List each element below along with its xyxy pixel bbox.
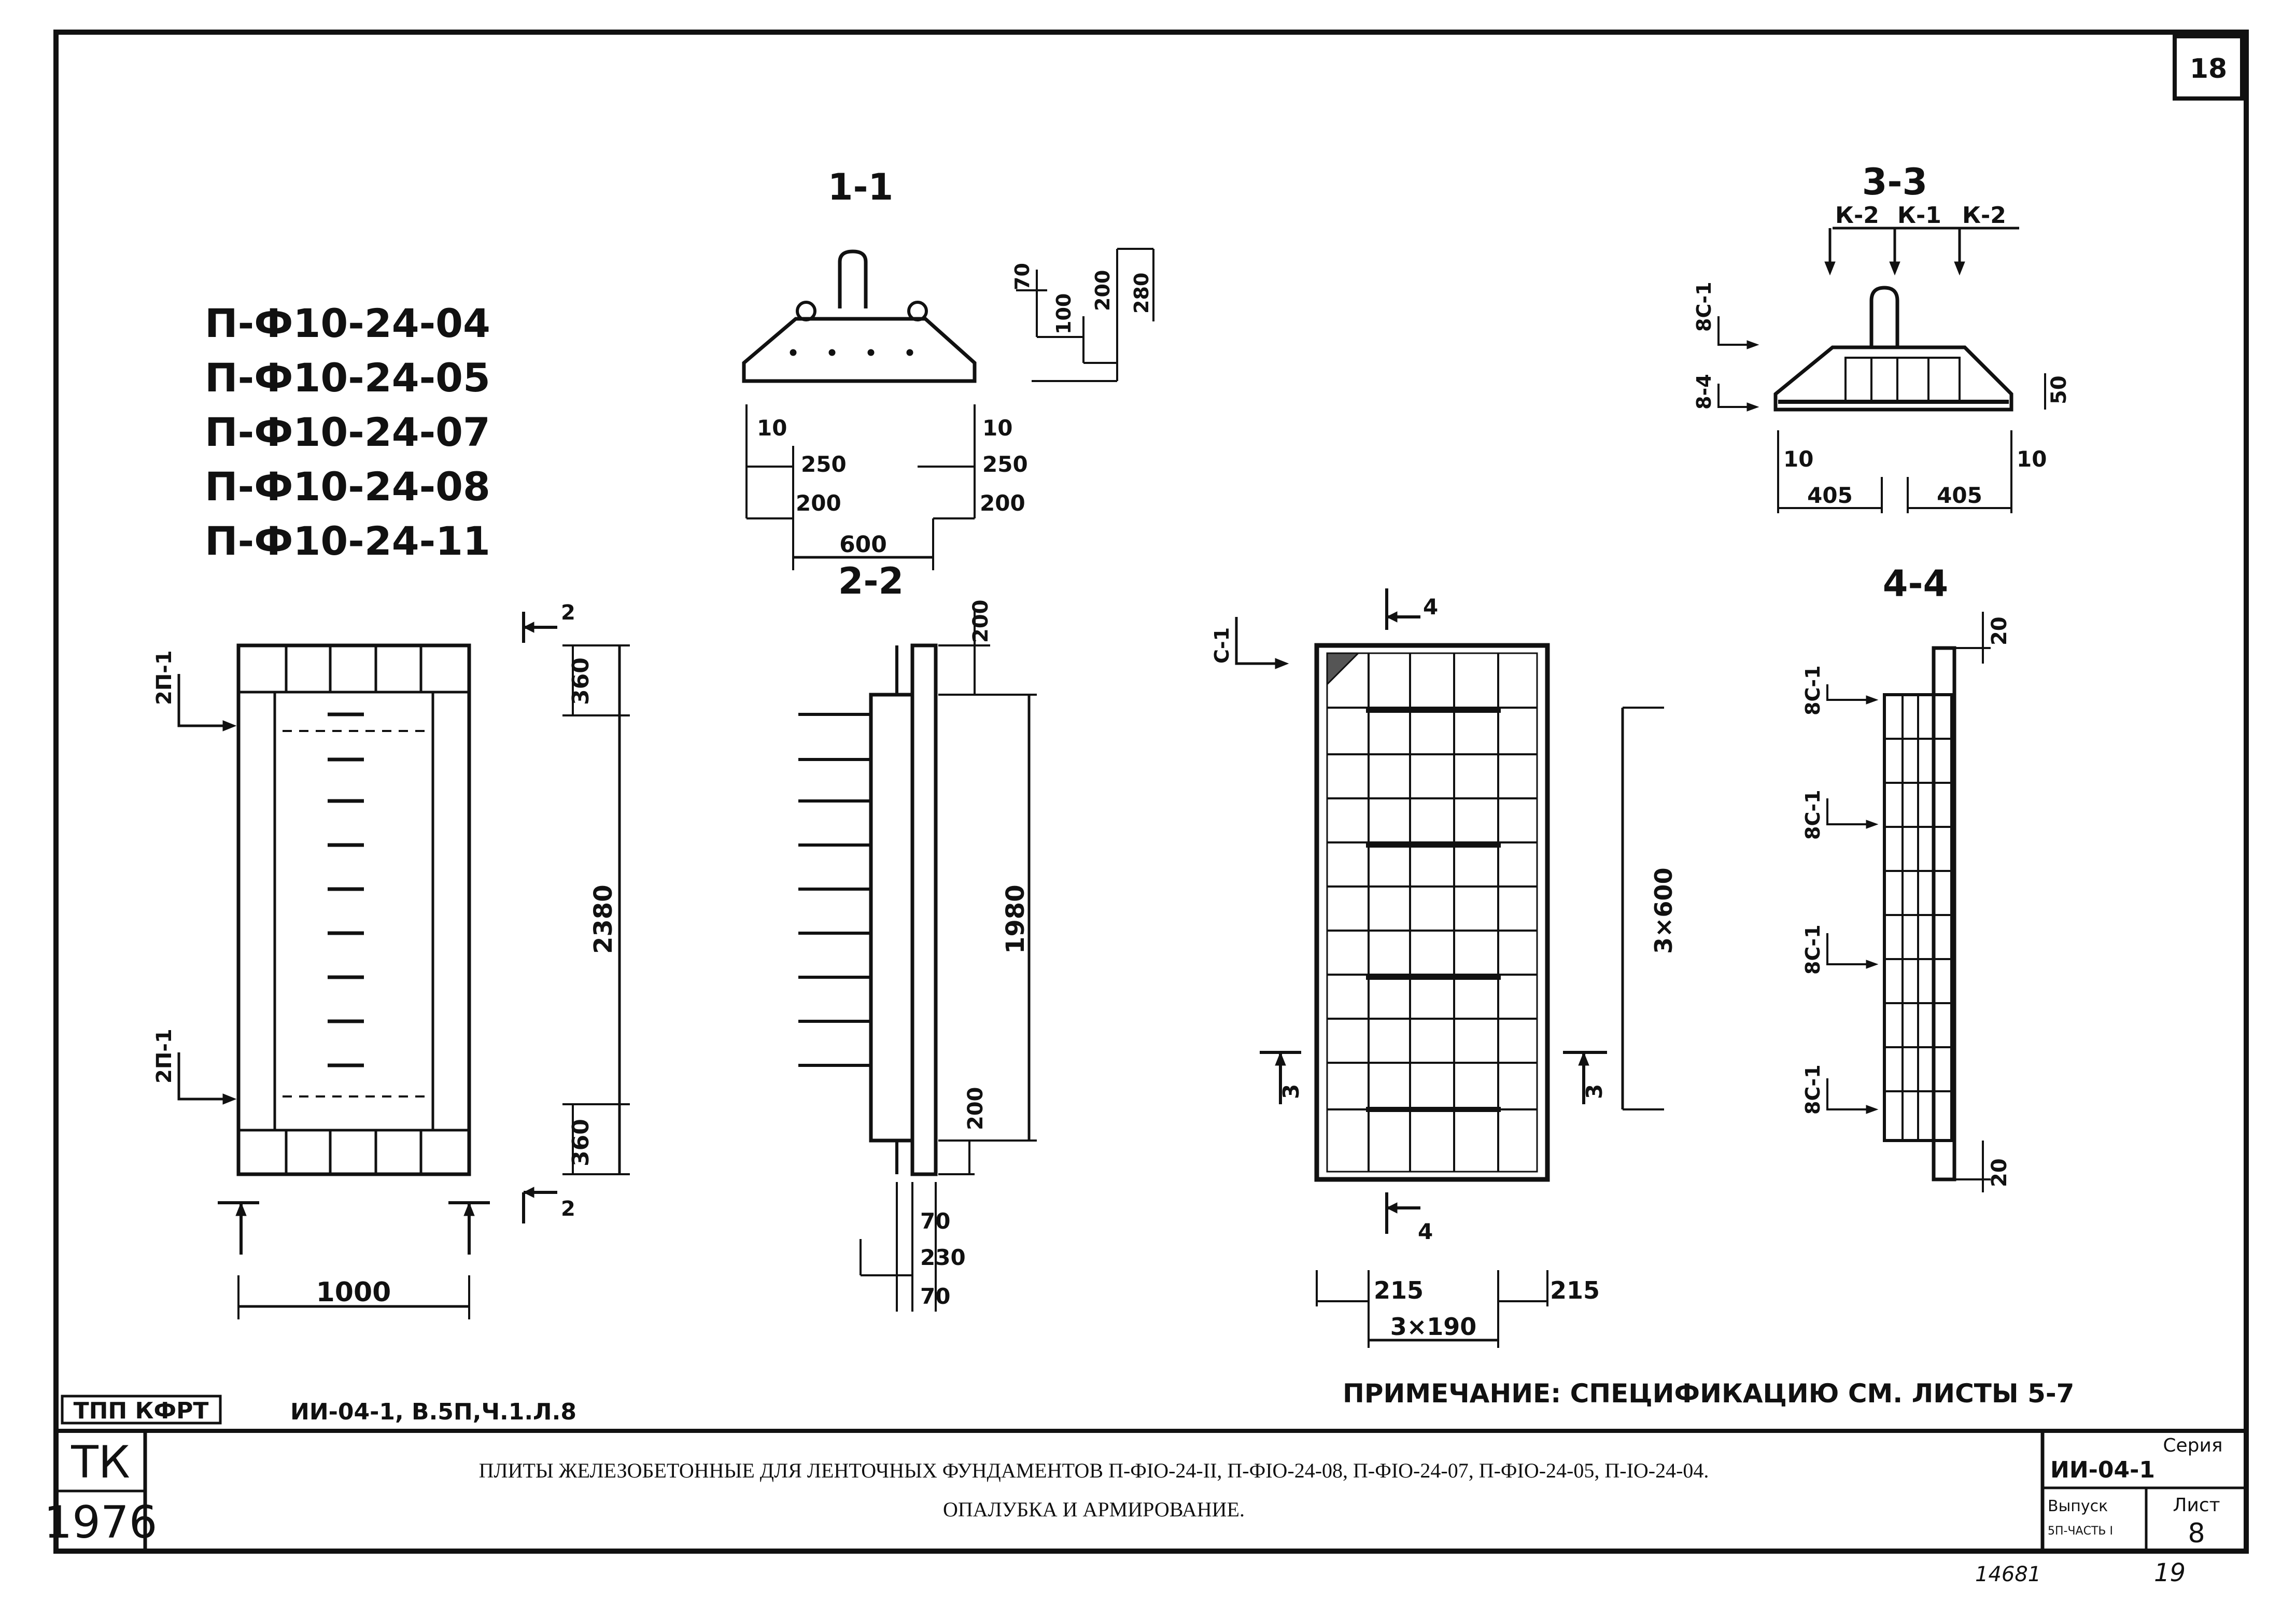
tb-issue-label: Выпуск [2048, 1497, 2108, 1515]
page-number: 18 [2190, 53, 2227, 85]
mark-item: П-Ф10-24-05 [205, 355, 490, 401]
plan-dim-2380: 2380 [589, 884, 618, 954]
bottom-number-left: 14681 [1975, 1563, 2041, 1586]
s44-label-2: 8С-1 [1801, 790, 1824, 840]
section-title-4-4: 4-4 [1883, 562, 1948, 605]
s33-label-84: 8-4 [1693, 374, 1715, 410]
tb-year: 1976 [44, 1497, 158, 1549]
tb-sheet-label: Лист [2173, 1495, 2220, 1516]
tb-issue-value: 5П-ЧАСТЬ I [2048, 1525, 2113, 1538]
section-title-3-3: 3-3 [1862, 161, 1927, 203]
s11-dim-600: 600 [839, 531, 887, 558]
page-number-box [2173, 34, 2244, 101]
s33-dim-10-right: 10 [2017, 446, 2047, 472]
s11-dim-200-left: 200 [796, 490, 841, 516]
section-title-1-1: 1-1 [828, 166, 893, 208]
s22-dim-70-a: 70 [920, 1208, 950, 1234]
rp-label-c1: С-1 [1210, 627, 1233, 664]
s33-dim-10-left: 10 [1783, 446, 1813, 472]
rp-cut-4-bottom: 4 [1418, 1219, 1433, 1244]
tb-title-line2: ОПАЛУБКА И АРМИРОВАНИЕ. [943, 1498, 1245, 1521]
stamp-ref: ИИ-04-1, В.5П,Ч.1.Л.8 [290, 1399, 576, 1425]
s11-dim-250-left: 250 [801, 452, 847, 477]
org-stamp: ТПП КФРТ [74, 1398, 209, 1424]
plan-dim-360-bottom: 360 [568, 1119, 594, 1166]
section-4-4-drawing [1826, 612, 1991, 1192]
s33-label-8c1: 8С-1 [1693, 282, 1715, 332]
plan-cut-2-top: 2 [561, 601, 575, 625]
org-stamp-box [61, 1395, 222, 1425]
plan-label-2p1-bottom: 2П-1 [152, 1029, 176, 1084]
mark-list: П-Ф10-24-04 П-Ф10-24-05 П-Ф10-24-07 П-Ф1… [205, 300, 490, 564]
s11-dim-70: 70 [1011, 263, 1034, 290]
s11-dim-200-right: 200 [980, 490, 1025, 516]
rp-cut-3-right: 3 [1582, 1084, 1607, 1099]
section-2-2-drawing [798, 609, 1037, 1312]
tb-tk: ТК [71, 1437, 130, 1488]
plan-label-2p1-top: 2П-1 [152, 650, 176, 705]
s33-dim-405-right: 405 [1937, 483, 1982, 508]
plan-cut-2-bottom: 2 [561, 1197, 575, 1221]
rp-dim-215-left: 215 [1374, 1276, 1424, 1304]
s44-label-4: 8С-1 [1801, 1064, 1824, 1115]
s11-dim-10-right: 10 [982, 415, 1012, 441]
s33-k2-right: К-2 [1962, 202, 2006, 229]
s11-dim-100: 100 [1052, 293, 1075, 334]
s22-dim-1980: 1980 [1001, 884, 1030, 954]
bottom-number-right: 19 [2154, 1558, 2186, 1587]
mark-item: П-Ф10-24-07 [205, 409, 490, 455]
s11-dim-200: 200 [1091, 270, 1114, 311]
title-block [56, 1429, 2246, 1551]
s44-label-3: 8С-1 [1801, 924, 1824, 975]
s44-dim-20-top: 20 [1988, 616, 2011, 645]
s33-k1: К-1 [1897, 202, 1941, 229]
plan-dim-1000: 1000 [316, 1277, 391, 1308]
tb-series-label: Серия [2163, 1435, 2222, 1456]
s22-dim-200-bottom: 200 [964, 1087, 988, 1131]
mark-item: П-Ф10-24-04 [205, 300, 490, 346]
plan-view [177, 612, 630, 1319]
section-title-2-2: 2-2 [838, 560, 904, 602]
s11-dim-280: 280 [1130, 273, 1153, 314]
s33-dim-50: 50 [2047, 375, 2071, 404]
tb-series-value: ИИ-04-1 [2050, 1457, 2155, 1483]
note-text: ПРИМЕЧАНИЕ: СПЕЦИФИКАЦИЮ СМ. ЛИСТЫ 5-7 [1343, 1378, 2074, 1409]
mark-item: П-Ф10-24-08 [205, 463, 490, 510]
section-3-3-drawing [1717, 227, 2046, 513]
outer-frame [53, 30, 2249, 1554]
s44-label-1: 8С-1 [1801, 665, 1824, 715]
s22-dim-200-top: 200 [969, 600, 993, 643]
s33-dim-405-left: 405 [1807, 483, 1853, 508]
s11-dim-10-left: 10 [757, 415, 787, 441]
plan-dim-360-top: 360 [568, 657, 594, 705]
section-1-1-drawing [742, 248, 1154, 570]
s22-dim-230: 230 [920, 1245, 966, 1270]
s22-dim-70-b: 70 [920, 1284, 950, 1309]
rp-dim-215-right: 215 [1550, 1276, 1600, 1304]
s44-dim-20-bottom: 20 [1988, 1158, 2011, 1187]
rp-dim-3x190: 3×190 [1390, 1313, 1477, 1341]
tb-title-line1: ПЛИТЫ ЖЕЛЕЗОБЕТОННЫЕ ДЛЯ ЛЕНТОЧНЫХ ФУНДА… [479, 1459, 1709, 1482]
rp-dim-3x600: 3×600 [1650, 867, 1678, 954]
tb-sheet-value: 8 [2188, 1518, 2205, 1549]
mark-item: П-Ф10-24-11 [205, 518, 490, 564]
rp-cut-3-left: 3 [1278, 1084, 1304, 1099]
s11-dim-250-right: 250 [982, 452, 1028, 477]
s33-k2-left: К-2 [1835, 202, 1879, 229]
rp-cut-4-top: 4 [1423, 594, 1438, 620]
reinforcement-plan [1235, 588, 1664, 1348]
